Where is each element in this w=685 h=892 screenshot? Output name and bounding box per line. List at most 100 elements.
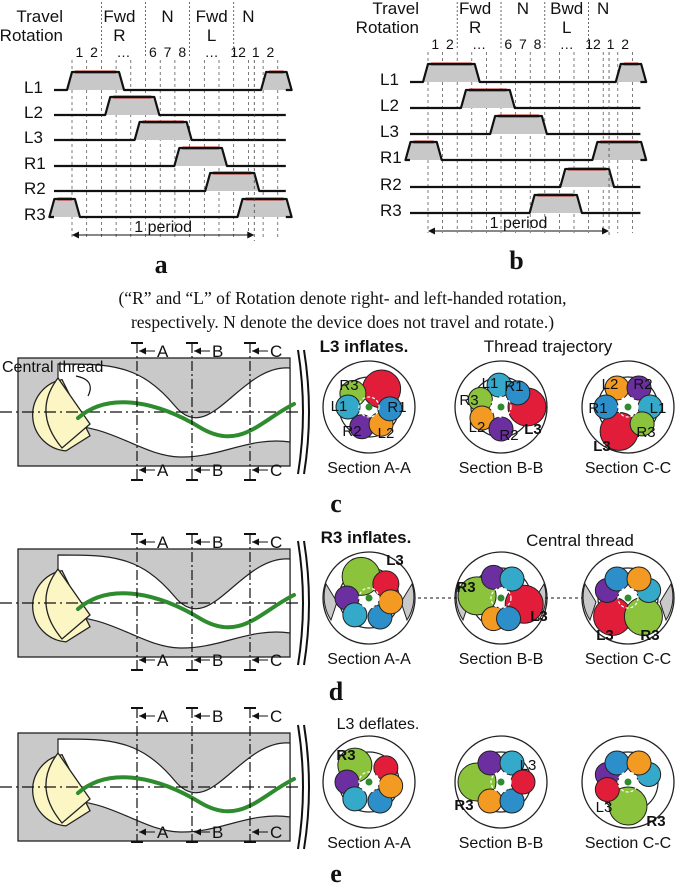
central-thread [76, 591, 296, 630]
row-label: L3 [380, 122, 399, 141]
phase-travel-label: Fwd [459, 0, 491, 18]
step-number: 6 [504, 36, 512, 52]
phase-travel-label: Fwd [103, 7, 135, 26]
period-arrowhead [428, 227, 435, 235]
inflation-label: L3 inflates. [320, 337, 409, 356]
signal-trace [410, 88, 641, 110]
channel-lumen [57, 363, 291, 458]
step-number: 1 [607, 36, 615, 52]
row-label: L1 [24, 78, 43, 97]
caption-line-1: (“R” and “L” of Rotation denote right- a… [118, 288, 567, 308]
row-label: L2 [24, 103, 43, 122]
section-caption: Section C-C [585, 460, 671, 477]
break-mark [297, 349, 304, 475]
wall-crescent [323, 582, 338, 622]
activation-shade [405, 142, 442, 160]
section-arrowhead [252, 466, 259, 474]
step-number: … [560, 36, 574, 52]
activation-shade [460, 90, 515, 108]
thread-center [624, 778, 632, 786]
step-number: … [116, 44, 130, 60]
row-label: R3 [380, 201, 402, 220]
step-number: 1 [431, 36, 439, 52]
section-arrowhead [252, 828, 259, 836]
deflation-label: L3 deflates. [337, 716, 420, 733]
balloon-l2 [626, 566, 652, 592]
step-number: … [472, 36, 486, 52]
section-arrowhead [252, 538, 259, 546]
phase-travel-label: N [242, 7, 254, 26]
panel-label: c [330, 489, 342, 518]
thread-trajectory [490, 396, 512, 418]
balloon-label: R3 [459, 392, 478, 409]
signal-trace [54, 171, 286, 193]
rotation-label: Rotation [356, 18, 419, 37]
device-cap-body [45, 751, 91, 824]
section-caption: Section B-B [459, 460, 543, 477]
section-letter: A [157, 342, 169, 361]
row-label: L1 [380, 70, 399, 89]
thread-trajectory [617, 587, 639, 609]
step-number: 7 [164, 44, 172, 60]
activation-shade [560, 169, 615, 187]
section-letter: A [157, 651, 169, 670]
phase-travel-label: Fwd [196, 7, 228, 26]
balloon-label: L3 [520, 757, 537, 774]
balloon-r1 [499, 788, 525, 814]
panel-label: d [329, 677, 344, 706]
activation-shade [205, 173, 260, 191]
signal-trace [410, 167, 641, 189]
section-letter: C [270, 342, 282, 361]
break-mark [297, 724, 304, 850]
thread-center [624, 403, 632, 411]
step-number: 8 [534, 36, 542, 52]
section-arrowhead [252, 656, 259, 664]
balloon-label: R3 [336, 747, 355, 764]
thread-center [497, 778, 505, 786]
row-label: R1 [24, 154, 46, 173]
signal-trace [54, 146, 286, 168]
step-number: 12 [585, 36, 601, 52]
balloon-l2 [469, 405, 495, 431]
travel-label: Travel [16, 7, 63, 26]
section-letter: C [270, 823, 282, 842]
section-letter: B [212, 823, 223, 842]
rotation-label: Rotation [0, 26, 63, 45]
balloon-r1 [377, 396, 403, 422]
thread-center [365, 594, 373, 602]
section-letter: A [157, 823, 169, 842]
section-letter: A [157, 461, 169, 480]
section-letter: B [212, 461, 223, 480]
balloon-l1 [499, 566, 525, 592]
balloon-label: R3 [646, 813, 665, 830]
activation-shade [261, 72, 292, 90]
thread-center [365, 403, 373, 411]
balloon-l3 [594, 777, 620, 803]
section-arrowhead [194, 712, 201, 720]
row-label: R1 [380, 148, 402, 167]
balloon-label: L3 [596, 799, 613, 816]
balloon-label: L3 [386, 552, 404, 569]
break-mark [303, 540, 310, 666]
signal-trace [54, 70, 293, 92]
device-cap-body [45, 376, 91, 449]
thread-trajectory [358, 771, 380, 793]
section-letter: C [270, 533, 282, 552]
balloon-r1 [604, 566, 630, 592]
break-mark [297, 540, 304, 666]
period-label: 1 period [490, 215, 548, 232]
section-arrowhead [194, 466, 201, 474]
activation-shade [67, 72, 125, 90]
thread-center [497, 594, 505, 602]
step-number: 1 [252, 44, 260, 60]
signal-trace [54, 120, 286, 142]
signal-trace [410, 114, 641, 136]
thread-trajectory [490, 587, 512, 609]
activation-shade [49, 199, 80, 217]
balloon-label: L1 [650, 400, 667, 417]
signal-trace [404, 140, 648, 162]
